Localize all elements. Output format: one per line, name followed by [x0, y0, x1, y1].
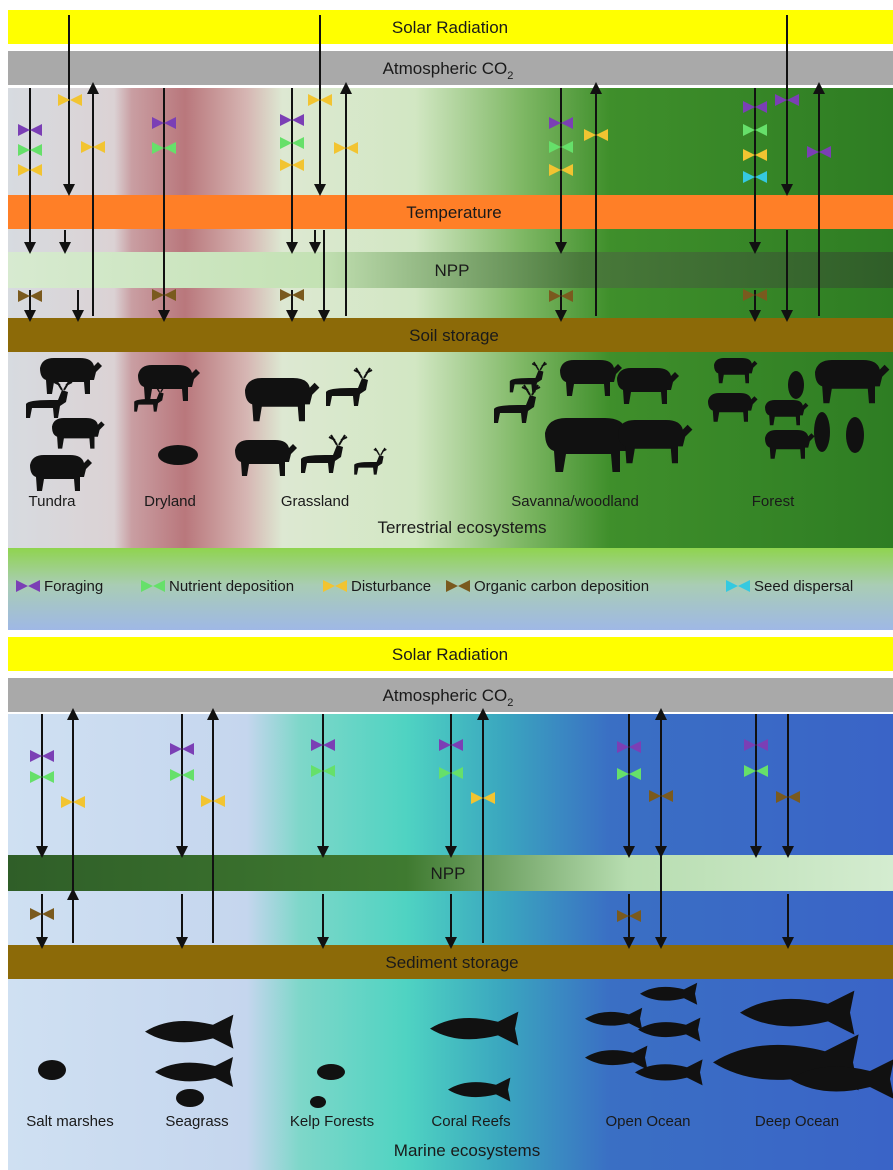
parrot-silhouette [814, 412, 830, 452]
legend-item-label: Seed dispersal [754, 578, 853, 595]
ecosystem-label-coral-reefs: Coral Reefs [431, 1113, 510, 1130]
ecosystem-label-savanna: Savanna/woodland [511, 493, 639, 510]
terrestrial-section-title: Terrestrial ecosystems [377, 518, 546, 537]
legend-item-label: Disturbance [351, 578, 431, 595]
terrestrial-npp-label: NPP [435, 261, 470, 280]
tortoise-silhouette [158, 445, 198, 465]
ecosystem-label-dryland: Dryland [144, 493, 196, 510]
ecosystem-label-kelp-forests: Kelp Forests [290, 1113, 374, 1130]
soil-storage-label: Soil storage [409, 326, 499, 345]
solar-radiation-label: Solar Radiation [392, 18, 508, 37]
sea-otter-silhouette [317, 1064, 345, 1080]
legend-item-label: Nutrient deposition [169, 578, 294, 595]
bird-silhouette [788, 371, 804, 399]
ecosystem-label-seagrass: Seagrass [165, 1113, 228, 1130]
marine-npp-label: NPP [431, 864, 466, 883]
ecosystem-label-salt-marshes: Salt marshes [26, 1113, 114, 1130]
ecosystem-label-forest: Forest [752, 493, 795, 510]
legend-item-label: Foraging [44, 578, 103, 595]
sea-turtle-silhouette [176, 1089, 204, 1107]
ecosystem-label-grassland: Grassland [281, 493, 349, 510]
sediment-storage-label: Sediment storage [385, 953, 518, 972]
legend-item-label: Organic carbon deposition [474, 578, 649, 595]
ecosystem-label-deep-ocean: Deep Ocean [755, 1113, 839, 1130]
ecosystem-label-tundra: Tundra [29, 493, 77, 510]
sea-urchin-silhouette [310, 1096, 326, 1108]
marine-solar-radiation-label: Solar Radiation [392, 645, 508, 664]
marine-section-title: Marine ecosystems [394, 1141, 540, 1160]
toucan-silhouette [846, 417, 864, 453]
temperature-label: Temperature [406, 203, 501, 222]
ecosystem-label-open-ocean: Open Ocean [605, 1113, 690, 1130]
duck-silhouette [38, 1060, 66, 1080]
